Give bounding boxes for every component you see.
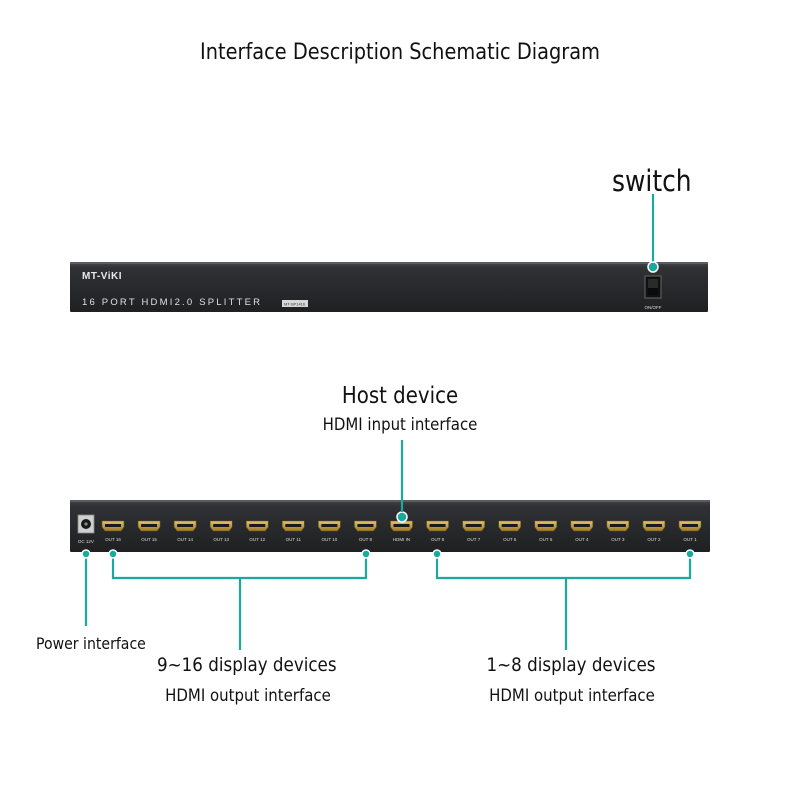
hdmi-out-port[interactable] bbox=[101, 520, 125, 532]
port-label: OUT 3 bbox=[611, 537, 625, 542]
port-label: OUT 9 bbox=[359, 537, 373, 542]
power-interface-label: Power interface bbox=[36, 634, 146, 653]
port-label: OUT 4 bbox=[575, 537, 589, 542]
hdmi-input-label: HDMI input interface bbox=[322, 415, 478, 435]
hdmi-out-port[interactable] bbox=[282, 520, 305, 532]
hdmi-out-port[interactable] bbox=[678, 520, 702, 532]
hdmi-in-marker bbox=[396, 511, 408, 523]
port-label: OUT 8 bbox=[431, 537, 445, 542]
port-label: OUT 12 bbox=[249, 537, 265, 542]
port-label: OUT 7 bbox=[467, 537, 481, 542]
host-device-label: Host device bbox=[341, 383, 459, 409]
group-b-subtitle: HDMI output interface bbox=[489, 686, 655, 706]
brand-logo: MT-ViKI bbox=[82, 271, 122, 282]
port-label: OUT 16 bbox=[105, 537, 121, 542]
hdmi-out-port[interactable] bbox=[642, 520, 666, 532]
hdmi-out-port[interactable] bbox=[570, 520, 594, 532]
callout-lines bbox=[84, 194, 692, 650]
product-name: 16 PORT HDMI2.0 SPLITTER bbox=[82, 297, 262, 308]
hdmi-ports: OUT 16 OUT 15 OUT 14 OUT 13 OUT 12 OUT 11 OUT … bbox=[101, 520, 702, 542]
switch-label: switch bbox=[612, 164, 692, 198]
port-label: OUT 13 bbox=[213, 537, 229, 542]
group-a-title: 9~16 display devices bbox=[157, 654, 337, 676]
group-b-title: 1~8 display devices bbox=[486, 654, 656, 676]
port-label: OUT 1 bbox=[683, 537, 697, 542]
hdmi-out-port[interactable] bbox=[606, 520, 630, 532]
port-label: HDMI IN bbox=[393, 537, 410, 542]
hdmi-in-port[interactable] bbox=[390, 520, 413, 532]
switch-caption: ON/OFF bbox=[645, 305, 662, 310]
hdmi-out-port[interactable] bbox=[462, 520, 485, 532]
port-label: OUT 5 bbox=[539, 537, 553, 542]
port-label: OUT 6 bbox=[503, 537, 517, 542]
port-label: OUT 2 bbox=[647, 537, 661, 542]
hdmi-out-port[interactable] bbox=[426, 520, 449, 532]
power-switch[interactable] bbox=[644, 275, 662, 299]
hdmi-out-port[interactable] bbox=[137, 520, 161, 532]
hdmi-out-port[interactable] bbox=[245, 520, 269, 532]
callout-dots bbox=[81, 261, 695, 559]
hdmi-out-port[interactable] bbox=[354, 520, 377, 532]
dc-power-jack[interactable] bbox=[77, 514, 95, 534]
port-label: OUT 10 bbox=[322, 537, 338, 542]
hdmi-out-port[interactable] bbox=[318, 520, 341, 532]
front-panel: MT-ViKI 16 PORT HDMI2.0 SPLITTER MT-SP14… bbox=[70, 262, 708, 312]
hdmi-out-port[interactable] bbox=[534, 520, 558, 532]
page-title: Interface Description Schematic Diagram bbox=[200, 40, 600, 65]
hdmi-out-port[interactable] bbox=[498, 520, 521, 532]
port-label: OUT 15 bbox=[141, 537, 157, 542]
hdmi-out-port[interactable] bbox=[209, 520, 233, 532]
group-a-subtitle: HDMI output interface bbox=[165, 686, 331, 706]
model-tag: MT-SP1416 bbox=[284, 302, 306, 307]
dc-label: DC 12V bbox=[78, 539, 94, 544]
port-label: OUT 14 bbox=[177, 537, 193, 542]
hdmi-out-port[interactable] bbox=[173, 520, 197, 532]
port-label: OUT 11 bbox=[286, 537, 302, 542]
